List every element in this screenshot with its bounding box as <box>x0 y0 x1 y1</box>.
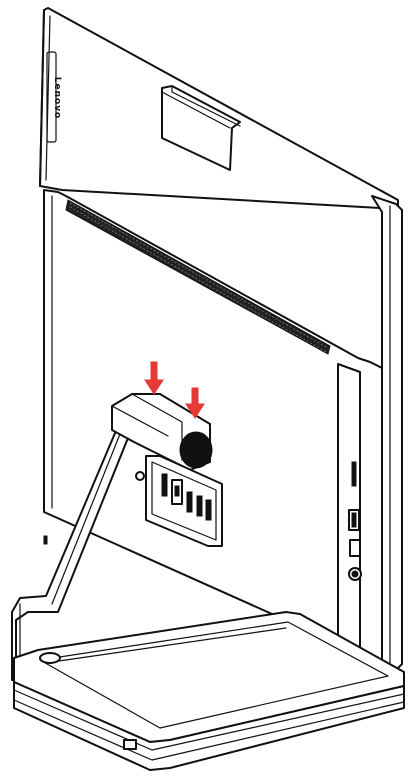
arrow-down-icon <box>144 361 164 395</box>
usb-port-icon <box>205 499 212 521</box>
usb-port-icon <box>123 739 137 750</box>
camera-housing <box>161 85 241 171</box>
power-button-icon <box>39 652 61 664</box>
vent-grille <box>65 199 331 355</box>
arrow-down-icon <box>185 387 205 419</box>
audio-jack-icon <box>135 471 145 481</box>
hinge-mount <box>111 393 213 471</box>
hdmi-port-icon <box>349 539 361 557</box>
display-body <box>43 189 403 669</box>
side-port-panel <box>337 363 362 661</box>
stand-base <box>13 611 405 771</box>
hinge-knob <box>179 431 213 469</box>
card-slot-icon <box>351 461 357 487</box>
logo-strip: Lenovo <box>46 51 62 143</box>
rear-io-panel <box>135 455 223 547</box>
usb-port-icon <box>186 491 193 513</box>
display-upper-back: Lenovo <box>39 7 399 210</box>
arm-clip-icon <box>43 535 48 545</box>
hdmi-port-icon <box>161 473 168 497</box>
logo-label: Lenovo <box>52 77 62 119</box>
usb-port-icon <box>196 495 203 517</box>
